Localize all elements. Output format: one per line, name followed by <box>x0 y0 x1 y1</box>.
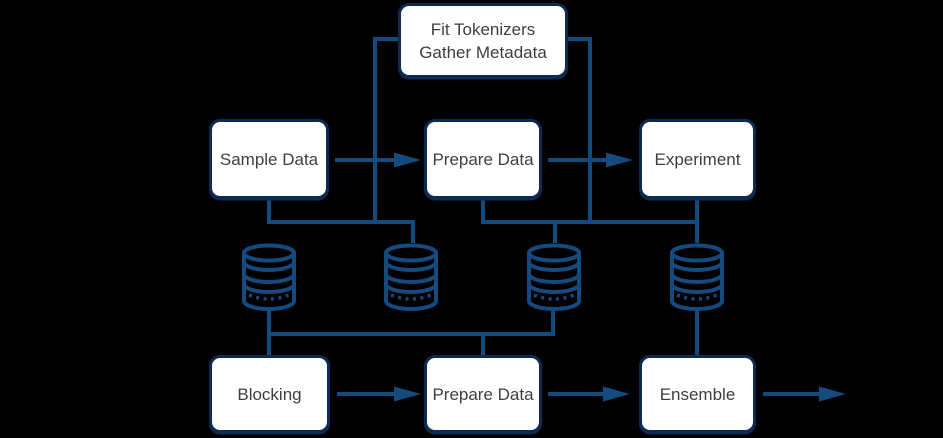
connector-sampledata-to-store2 <box>267 199 415 243</box>
connector-lower-bus-store3 <box>269 310 555 336</box>
node-label: Blocking <box>237 384 302 404</box>
node-experiment: Experiment <box>639 119 756 199</box>
arrow-sampledata-to-preparedata <box>335 152 421 168</box>
node-prepare-data-top: Prepare Data <box>424 119 542 199</box>
node-ensemble: Ensemble <box>639 355 756 433</box>
database-icon <box>670 243 724 311</box>
node-label: Prepare Data <box>432 149 534 169</box>
node-label: Ensemble <box>659 384 736 404</box>
connector-fittokenizers-right <box>568 37 592 222</box>
database-icon <box>242 243 296 311</box>
node-sample-data: Sample Data <box>209 119 329 199</box>
node-label: Sample Data <box>219 149 319 169</box>
node-prepare-data-bottom: Prepare Data <box>424 355 542 433</box>
node-label: Fit Tokenizers <box>430 19 536 39</box>
node-label: Experiment <box>654 149 741 169</box>
arrow-ensemble-to-output <box>763 386 846 402</box>
node-fit-tokenizers: Fit Tokenizers Gather Metadata <box>398 3 568 78</box>
node-label: Gather Metadata <box>419 42 547 62</box>
node-label: Prepare Data <box>432 384 534 404</box>
database-icon <box>384 243 438 311</box>
node-blocking: Blocking <box>209 355 330 433</box>
arrow-preparedata-to-ensemble <box>548 386 630 402</box>
database-icon <box>527 243 581 311</box>
arrow-preparedata-to-experiment <box>548 152 633 168</box>
connector-fittokenizers-left <box>373 37 398 222</box>
arrow-blocking-to-preparedata <box>337 386 421 402</box>
connector-preparedata-right-bus <box>481 199 697 224</box>
